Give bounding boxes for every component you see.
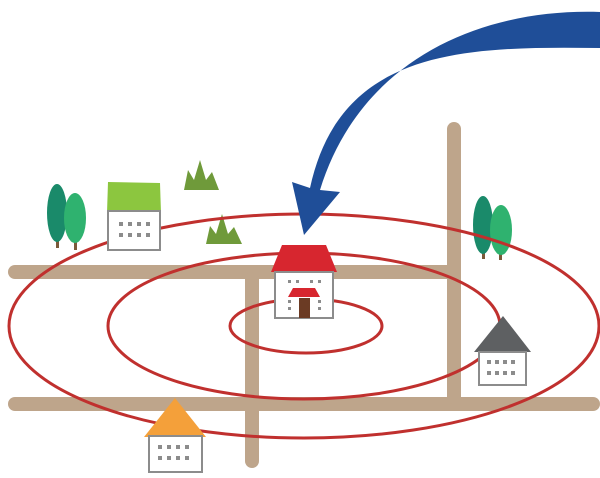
house-orange-roof <box>144 398 206 473</box>
bush-icon <box>206 214 242 244</box>
house-body <box>478 351 527 386</box>
tree-icon <box>473 196 493 254</box>
house-door <box>299 298 310 318</box>
house-roof <box>271 245 337 272</box>
tree-icon <box>47 184 67 242</box>
house-awning <box>288 288 320 297</box>
tree-group-left <box>47 184 86 250</box>
house-roof <box>474 316 531 352</box>
house-roof <box>144 398 206 437</box>
curved-arrow-icon <box>292 11 600 235</box>
tree-icon <box>64 193 86 243</box>
tree-icon <box>490 205 512 255</box>
house-icon <box>271 245 337 319</box>
house-green-roof <box>107 182 161 251</box>
tree-group-right <box>473 196 512 260</box>
bush-icon <box>184 160 219 190</box>
house-body <box>148 435 203 473</box>
road-left-vertical <box>245 272 259 468</box>
house-gray-roof <box>474 316 531 386</box>
house-roof <box>107 182 161 213</box>
road-upper-horizontal <box>8 265 458 279</box>
road-right-vertical <box>447 122 461 404</box>
house-body <box>107 210 161 251</box>
roads <box>8 122 600 468</box>
